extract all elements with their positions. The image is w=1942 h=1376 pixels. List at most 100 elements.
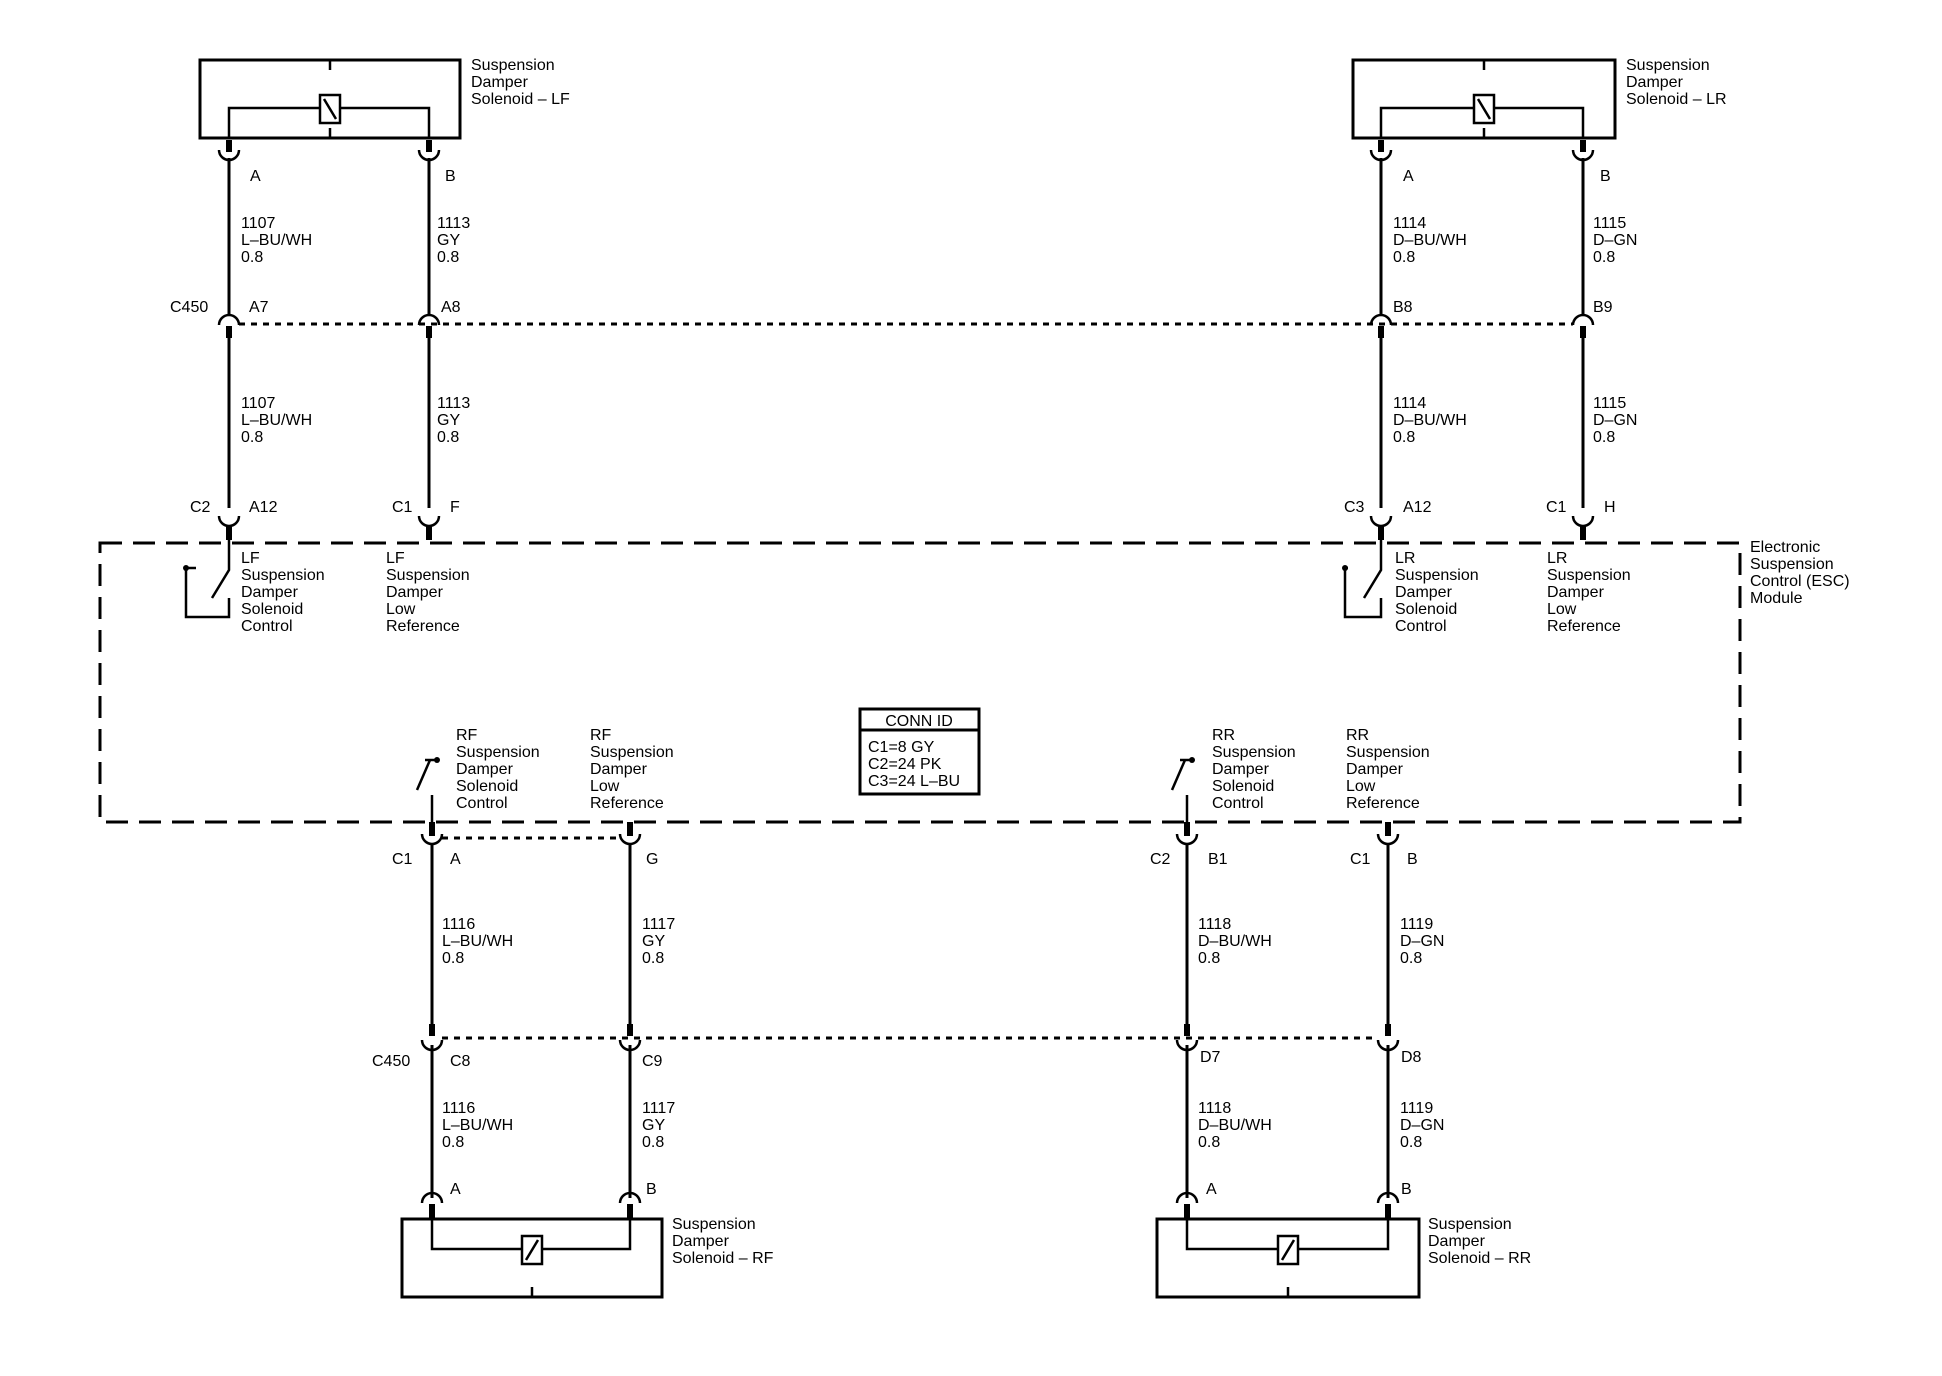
wire-1119-size-2: 0.8 [1400, 1134, 1422, 1151]
rf-control-line-4: Solenoid [456, 778, 518, 795]
wire-1119-num-2: 1119 [1400, 1100, 1433, 1117]
solenoid-rr-label-1: Suspension [1428, 1216, 1512, 1233]
rf-control-line-3: Damper [456, 761, 514, 778]
bottom-wire-labels-lower: 1116 L–BU/WH 0.8 1117 GY 0.8 1118 D–BU/W… [442, 1100, 1444, 1151]
c450-pin-d7: D7 [1200, 1049, 1221, 1066]
wire-1107-num: 1107 [241, 215, 276, 232]
c450-top-connector: C450 A7 A8 B8 B9 [170, 299, 1613, 338]
rr-control-line-5: Control [1212, 795, 1264, 812]
rr-low-line-3: Damper [1346, 761, 1404, 778]
wire-1107-size: 0.8 [241, 249, 263, 266]
esc-module-label-3: Control (ESC) [1750, 573, 1850, 590]
wire-1115-size-2: 0.8 [1593, 429, 1615, 446]
esc-module: Electronic Suspension Control (ESC) Modu… [98, 539, 1850, 824]
lf-control-conn: C2 [190, 499, 211, 516]
top-wire-labels-lower: 1107 L–BU/WH 0.8 1113 GY 0.8 1114 D–BU/W… [241, 395, 1637, 446]
wire-1118-size: 0.8 [1198, 950, 1220, 967]
lr-low-line-4: Low [1547, 601, 1577, 618]
rf-low-line-4: Low [590, 778, 620, 795]
wire-1118-num: 1118 [1198, 916, 1231, 933]
lf-low-text: LF Suspension Damper Low Reference [386, 550, 470, 635]
lr-pin-a: A [1403, 168, 1414, 185]
rr-low-line-4: Low [1346, 778, 1376, 795]
esc-module-label-1: Electronic [1750, 539, 1820, 556]
rf-pin-a: A [450, 1181, 461, 1198]
wire-1115-size: 0.8 [1593, 249, 1615, 266]
wire-1117-num: 1117 [642, 916, 675, 933]
solenoid-lf-label-2: Damper [471, 74, 529, 91]
conn-id-line-3: C3=24 L–BU [868, 773, 960, 790]
wire-1107-color: L–BU/WH [241, 232, 312, 249]
c450-bottom-connector: C450 C8 C9 D7 D8 [372, 1024, 1422, 1070]
rr-control-line-1: RR [1212, 727, 1235, 744]
rr-low-line-1: RR [1346, 727, 1369, 744]
wire-1113-size: 0.8 [437, 249, 459, 266]
lr-control-text: LR Suspension Damper Solenoid Control [1395, 550, 1479, 635]
lr-pin-b: B [1600, 168, 1611, 185]
wire-1118-color-2: D–BU/WH [1198, 1117, 1272, 1134]
lf-control-line-5: Control [241, 618, 293, 635]
solenoid-lr-label-2: Damper [1626, 74, 1684, 91]
lr-control-line-4: Solenoid [1395, 601, 1457, 618]
wire-1107-num-2: 1107 [241, 395, 276, 412]
lf-low-line-1: LF [386, 550, 405, 567]
esc-module-boundary [98, 541, 1742, 824]
wire-1114-num-2: 1114 [1393, 395, 1426, 412]
solenoid-rr-label-2: Damper [1428, 1233, 1486, 1250]
rr-control-pin: B1 [1208, 851, 1228, 868]
wire-1117-color-2: GY [642, 1117, 665, 1134]
lf-low-line-5: Reference [386, 618, 460, 635]
c450-pin-c8: C8 [450, 1053, 471, 1070]
wire-1116-num-2: 1116 [442, 1100, 475, 1117]
wire-1114-num: 1114 [1393, 215, 1426, 232]
rr-pin-b: B [1401, 1181, 1412, 1198]
rf-low-line-2: Suspension [590, 744, 674, 761]
conn-id-title: CONN ID [885, 713, 953, 730]
lr-low-text: LR Suspension Damper Low Reference [1547, 550, 1631, 635]
lf-low-line-3: Damper [386, 584, 444, 601]
rf-control-line-1: RF [456, 727, 478, 744]
solenoid-rf-label-1: Suspension [672, 1216, 756, 1233]
wire-1107-size-2: 0.8 [241, 429, 263, 446]
wire-1113-num-2: 1113 [437, 395, 470, 412]
c450-pin-b8: B8 [1393, 299, 1413, 316]
rf-control-pin: A [450, 851, 461, 868]
lf-low-line-2: Suspension [386, 567, 470, 584]
lf-control-text: LF Suspension Damper Solenoid Control [241, 550, 325, 635]
wire-1113-num: 1113 [437, 215, 470, 232]
lr-control-conn: C3 [1344, 499, 1365, 516]
rf-low-line-1: RF [590, 727, 612, 744]
rr-pin-a: A [1206, 1181, 1217, 1198]
lr-low-line-1: LR [1547, 550, 1567, 567]
wire-1118-color: D–BU/WH [1198, 933, 1272, 950]
lr-control-switch [1342, 540, 1383, 619]
rf-control-switch [415, 757, 440, 822]
rf-low-text: RF Suspension Damper Low Reference [590, 727, 674, 812]
c450-pin-b9: B9 [1593, 299, 1613, 316]
lr-low-line-5: Reference [1547, 618, 1621, 635]
rr-low-pin: B [1407, 851, 1418, 868]
wire-1117-num-2: 1117 [642, 1100, 675, 1117]
wire-1117-size-2: 0.8 [642, 1134, 664, 1151]
lf-control-switch [183, 540, 231, 619]
wire-1116-num: 1116 [442, 916, 475, 933]
bottom-wires [430, 844, 1390, 1198]
wire-1119-size: 0.8 [1400, 950, 1422, 967]
lr-control-line-3: Damper [1395, 584, 1453, 601]
module-top-terminals: C2 A12 C1 F C3 A12 C1 H [190, 499, 1616, 540]
rr-low-conn: C1 [1350, 851, 1371, 868]
solenoid-rr-label-3: Solenoid – RR [1428, 1250, 1531, 1267]
lf-low-pin: F [450, 499, 460, 516]
wire-1114-color: D–BU/WH [1393, 232, 1467, 249]
rr-control-line-2: Suspension [1212, 744, 1296, 761]
lf-control-line-1: LF [241, 550, 260, 567]
rf-control-line-5: Control [456, 795, 508, 812]
rr-low-line-5: Reference [1346, 795, 1420, 812]
rf-pin-b: B [646, 1181, 657, 1198]
lf-control-line-4: Solenoid [241, 601, 303, 618]
top-wire-labels-upper: 1107 L–BU/WH 0.8 1113 GY 0.8 1114 D–BU/W… [241, 215, 1637, 266]
lr-control-line-2: Suspension [1395, 567, 1479, 584]
solenoid-rf-label-2: Damper [672, 1233, 730, 1250]
solenoid-rr: A B Suspension Damper Solenoid – RR [1155, 1181, 1531, 1299]
